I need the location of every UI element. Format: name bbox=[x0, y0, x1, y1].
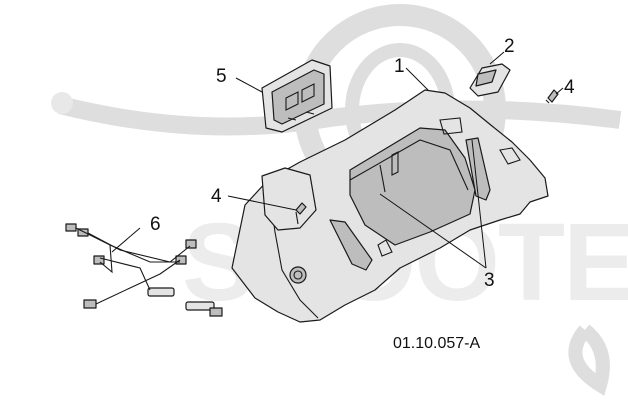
callout-3: 3 bbox=[484, 270, 495, 291]
screw-part-left bbox=[295, 202, 307, 225]
wiring-harness bbox=[65, 223, 223, 317]
callout-1: 1 bbox=[394, 56, 405, 77]
callout-4-right: 4 bbox=[564, 77, 575, 98]
callout-4-left: 4 bbox=[211, 186, 222, 207]
callout-2: 2 bbox=[504, 36, 515, 57]
callout-6: 6 bbox=[150, 214, 161, 235]
screw-part-right bbox=[545, 89, 559, 104]
callout-5: 5 bbox=[216, 66, 227, 87]
instrument-cluster bbox=[261, 59, 333, 133]
leader-lines bbox=[111, 51, 564, 269]
front-body-cover bbox=[231, 89, 549, 323]
drawing-code: 01.10.057-A bbox=[393, 335, 481, 352]
switch-housing bbox=[469, 63, 511, 97]
